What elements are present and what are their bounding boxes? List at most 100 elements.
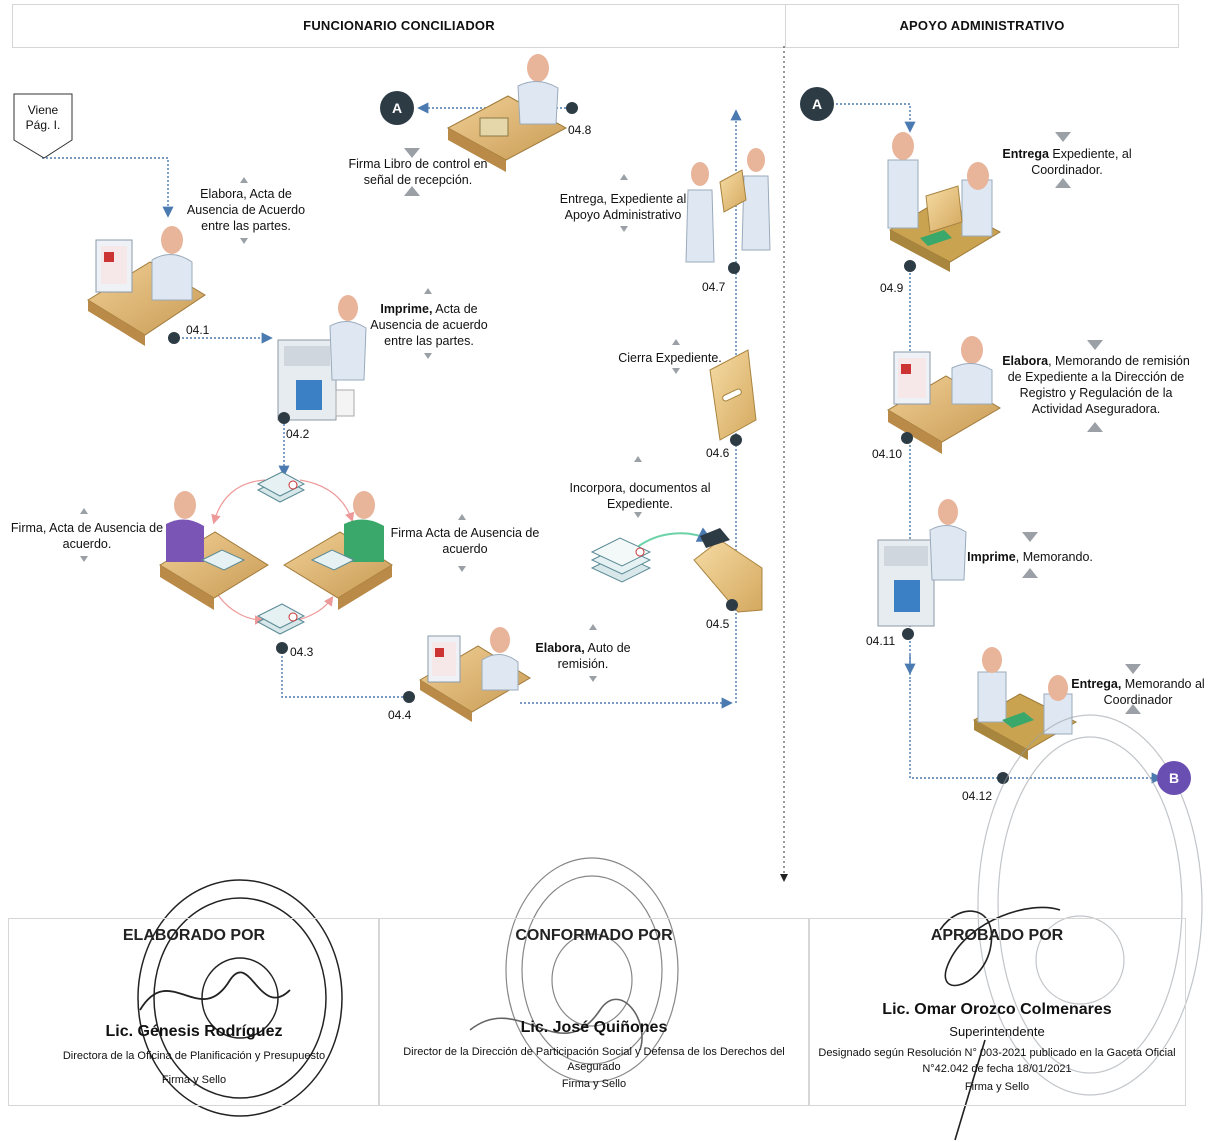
label-042-bold: Imprime, [380, 302, 432, 316]
illustration-048-desk-books [448, 54, 566, 172]
sig-role-conformado-l1: Director de la Dirección de Participació… [379, 1045, 809, 1059]
label-042-l3: entre las partes. [366, 333, 492, 349]
label-049-l2: Coordinador. [996, 162, 1138, 178]
sig-role-aprobado: Superintendente [809, 1025, 1185, 1039]
label-0412: Entrega, Memorando al Coordinador [1066, 676, 1210, 708]
label-049-bold: Entrega [1002, 147, 1049, 161]
label-044-l2: remisión. [528, 656, 638, 672]
label-042-l2: Ausencia de acuerdo [366, 317, 492, 333]
label-043b: Firma Acta de Ausencia de acuerdo [384, 525, 546, 557]
label-044: Elabora, Auto de remisión. [528, 640, 638, 672]
label-041: Elabora, Acta de Ausencia de Acuerdo ent… [180, 186, 312, 234]
sig-head-aprobado: APROBADO POR [809, 927, 1185, 945]
step-num-0412: 04.12 [962, 789, 992, 803]
start-label: Viene Pág. I. [14, 103, 72, 133]
start-line2: Pág. I. [14, 118, 72, 133]
connector-a-right: A [800, 87, 834, 121]
label-046-l1: Cierra Expediente. [616, 350, 724, 366]
step-num-046: 04.6 [706, 446, 729, 460]
illustration-0412-handover-desk [974, 647, 1076, 760]
label-042-rest: Acta de [432, 302, 477, 316]
label-049: Entrega Expediente, al Coordinador. [996, 146, 1138, 178]
signature-box-aprobado: APROBADO POR Lic. Omar Orozco Colmenares… [808, 918, 1186, 1106]
label-0411-rest: , Memorando. [1016, 550, 1093, 564]
node-041 [168, 332, 180, 344]
label-043a-l2: acuerdo. [4, 536, 170, 552]
node-045 [726, 599, 738, 611]
illustration-signer-right [284, 491, 392, 610]
step-num-049: 04.9 [880, 281, 903, 295]
step-num-047: 04.7 [702, 280, 725, 294]
label-0412-rest: Memorando al [1121, 677, 1204, 691]
step-num-041: 04.1 [186, 323, 209, 337]
label-0412-l2: Coordinador [1066, 692, 1210, 708]
sig-line1-aprobado: Designado según Resolución N° 003-2021 p… [809, 1046, 1185, 1060]
label-043a: Firma, Acta de Ausencia de acuerdo. [4, 520, 170, 552]
label-042: Imprime, Acta de Ausencia de acuerdo ent… [366, 301, 492, 349]
illustration-0411-printer [878, 499, 966, 626]
sig-head-elaborado: ELABORADO POR [9, 927, 379, 945]
label-041-l1: Elabora, Acta de [180, 186, 312, 202]
label-045-l2: Expediente. [565, 496, 715, 512]
sig-name-aprobado: Lic. Omar Orozco Colmenares [809, 1001, 1185, 1019]
label-043b-l1: Firma Acta de Ausencia de [384, 525, 546, 541]
label-0410-l3: Registro y Regulación de la [996, 385, 1196, 401]
node-0410 [901, 432, 913, 444]
label-043b-l2: acuerdo [384, 541, 546, 557]
illustration-047-handover [686, 148, 770, 262]
label-044-bold: Elabora, [535, 641, 584, 655]
label-045-l1: Incorpora, documentos al [565, 480, 715, 496]
flow-start-to-041 [42, 158, 168, 215]
node-0411 [902, 628, 914, 640]
flow-a-right-to-049 [832, 104, 910, 130]
label-046: Cierra Expediente. [616, 350, 724, 366]
sig-name-conformado: Lic. José Quiñones [379, 1019, 809, 1037]
label-0410: Elabora, Memorando de remisión de Expedi… [996, 353, 1196, 417]
label-0410-rest: , Memorando de remisión [1048, 354, 1190, 368]
step-num-048: 04.8 [568, 123, 591, 137]
step-num-0410: 04.10 [872, 447, 902, 461]
sig-firma-elaborado: Firma y Sello [9, 1073, 379, 1087]
illustration-papers-bottom [258, 604, 304, 634]
node-048 [566, 102, 578, 114]
label-0410-bold: Elabora [1002, 354, 1048, 368]
illustration-papers-top [258, 472, 304, 502]
start-line1: Viene [14, 103, 72, 118]
sig-role-conformado-l2: Asegurado [379, 1060, 809, 1074]
connector-b: B [1157, 761, 1191, 795]
label-0410-l4: Actividad Aseguradora. [996, 401, 1196, 417]
label-041-l2: Ausencia de Acuerdo [180, 202, 312, 218]
step-num-044: 04.4 [388, 708, 411, 722]
illustration-044-desk-computer [420, 627, 530, 722]
label-044-rest: Auto de [585, 641, 631, 655]
node-044 [403, 691, 415, 703]
connector-a-left: A [380, 91, 414, 125]
sig-name-elaborado: Lic. Génesis Rodríguez [9, 1023, 379, 1041]
label-047-l2: Apoyo Administrativo [552, 207, 694, 223]
node-046 [730, 434, 742, 446]
label-0412-bold: Entrega, [1071, 677, 1121, 691]
illustration-042-printer [278, 295, 366, 420]
label-045: Incorpora, documentos al Expediente. [565, 480, 715, 512]
label-048-l1: Firma Libro de control en [340, 156, 496, 172]
sig-firma-conformado: Firma y Sello [379, 1077, 809, 1091]
label-049-rest: Expediente, al [1049, 147, 1132, 161]
sig-line2-aprobado: N°42.042 de fecha 18/01/2021 [809, 1062, 1185, 1076]
illustration-049-handover-desk [888, 132, 1000, 272]
signature-box-elaborado: ELABORADO POR Lic. Génesis Rodríguez Dir… [8, 918, 380, 1106]
illustration-signer-left [160, 491, 268, 610]
illustration-045-documents-folder [592, 528, 762, 612]
label-0410-l2: de Expediente a la Dirección de [996, 369, 1196, 385]
node-047 [728, 262, 740, 274]
step-num-043: 04.3 [290, 645, 313, 659]
label-0411-bold: Imprime [967, 550, 1016, 564]
step-num-0411: 04.11 [866, 634, 895, 648]
label-043a-l1: Firma, Acta de Ausencia de [4, 520, 170, 536]
node-042 [278, 412, 290, 424]
signature-box-conformado: CONFORMADO POR Lic. José Quiñones Direct… [378, 918, 810, 1106]
node-043 [276, 642, 288, 654]
sig-firma-aprobado: Firma y Sello [809, 1080, 1185, 1094]
node-049 [904, 260, 916, 272]
sig-role-elaborado: Directora de la Oficina de Planificación… [9, 1049, 379, 1063]
step-num-042: 04.2 [286, 427, 309, 441]
